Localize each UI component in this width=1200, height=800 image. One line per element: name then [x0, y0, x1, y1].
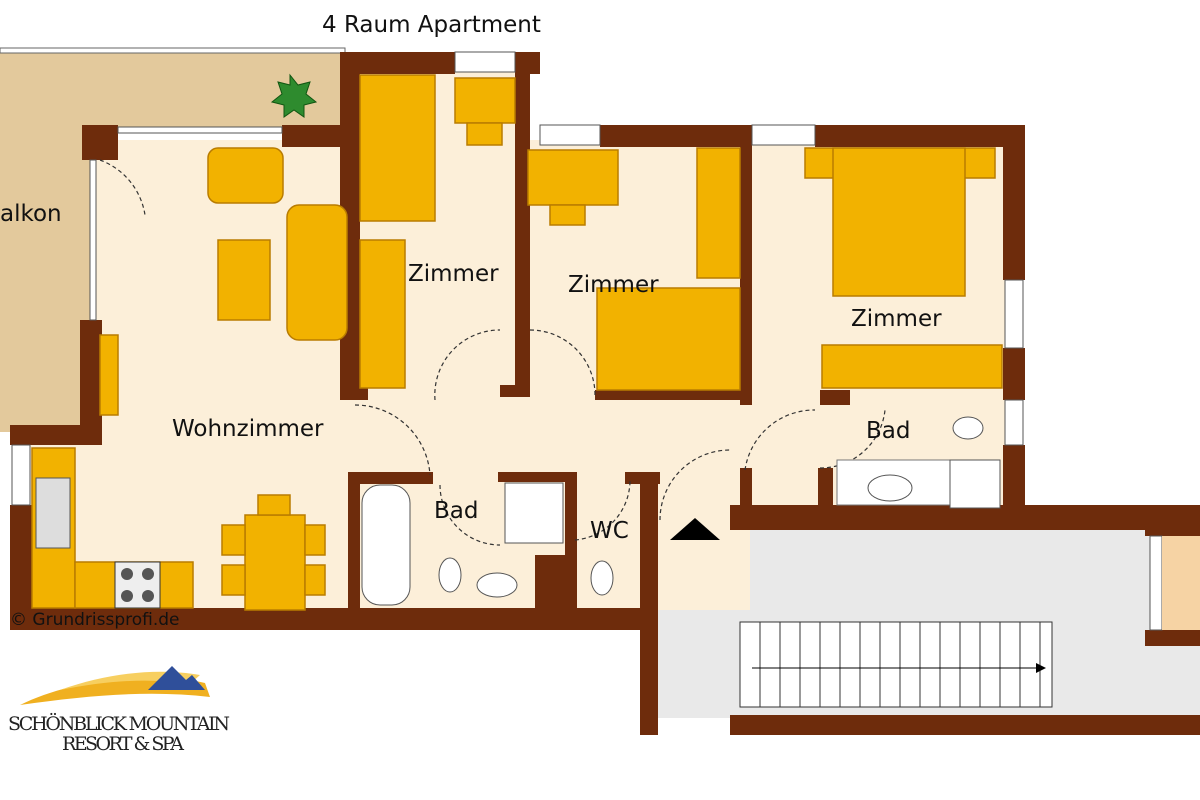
label-wc: WC [590, 518, 629, 544]
svg-text:RESORT & SPA: RESORT & SPA [62, 733, 184, 755]
balcony-area [0, 52, 95, 432]
furniture [31, 73, 1003, 611]
adjacent-room [1162, 536, 1200, 630]
walls [10, 52, 1200, 735]
door-swings [99, 159, 886, 546]
svg-text:Rauris • Austria: Rauris • Austria [150, 696, 205, 704]
label-bath2: Bad [866, 418, 910, 444]
label-room1: Zimmer [408, 261, 499, 287]
entrance-arrow-icon [670, 518, 720, 540]
staircase [670, 518, 1053, 708]
svg-text:SCHÖNBLICK MOUNTAIN: SCHÖNBLICK MOUNTAIN [8, 712, 230, 735]
balcony-railing [0, 47, 346, 54]
label-living: Wohnzimmer [172, 416, 324, 442]
label-balcony: alkon [0, 201, 62, 227]
label-bath1: Bad [434, 498, 478, 524]
plant-icon [270, 73, 318, 118]
copyright: © Grundrissprofi.de [10, 610, 180, 630]
label-room2: Zimmer [568, 272, 659, 298]
resort-logo: Rauris • Austria SCHÖNBLICK MOUNTAIN RES… [8, 666, 230, 755]
balcony-area-top [95, 52, 345, 132]
windows [11, 51, 1163, 631]
label-room3: Zimmer [851, 306, 942, 332]
plan-title: 4 Raum Apartment [322, 12, 541, 38]
